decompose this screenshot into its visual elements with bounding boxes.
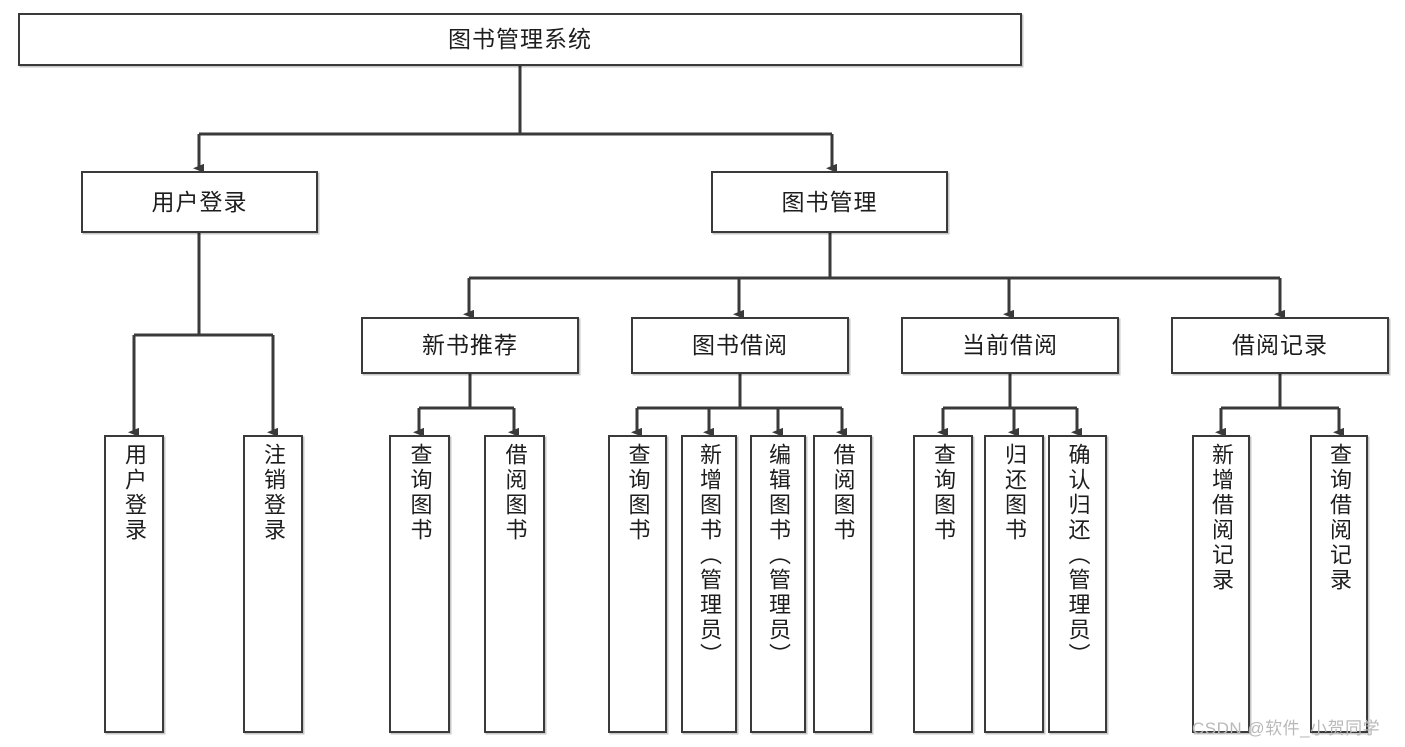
- node-root-label: 图书管理系统: [448, 26, 592, 53]
- node-leaf-1[interactable]: 注销登录: [243, 435, 303, 733]
- node-leaf-9[interactable]: 归还图书: [984, 435, 1044, 733]
- node-level2-1-label: 图书管理: [781, 188, 878, 215]
- node-leaf-4[interactable]: 查询图书: [608, 435, 667, 733]
- node-leaf-1-label: 注销登录: [260, 443, 286, 543]
- node-leaf-5[interactable]: 新增图书（管理员）: [681, 435, 737, 733]
- node-leaf-0-label: 用户登录: [121, 443, 147, 543]
- csdn-watermark: CSDN @软件_小贺同学: [1192, 719, 1381, 738]
- node-leaf-6[interactable]: 编辑图书（管理员）: [750, 435, 806, 733]
- node-level3-3-label: 借阅记录: [1232, 332, 1328, 359]
- node-leaf-12-label: 查询借阅记录: [1326, 443, 1352, 593]
- node-leaf-10-label: 确认归还（管理员）: [1065, 443, 1091, 668]
- node-leaf-12[interactable]: 查询借阅记录: [1310, 435, 1368, 733]
- node-root[interactable]: 图书管理系统: [18, 13, 1022, 66]
- node-level3-0[interactable]: 新书推荐: [361, 317, 579, 374]
- node-level2-0-label: 用户登录: [151, 188, 248, 215]
- node-level3-1[interactable]: 图书借阅: [631, 317, 849, 374]
- node-level2-1[interactable]: 图书管理: [711, 171, 948, 233]
- node-leaf-5-label: 新增图书（管理员）: [696, 443, 722, 668]
- node-leaf-8-label: 查询图书: [930, 443, 956, 543]
- node-level3-2[interactable]: 当前借阅: [901, 317, 1119, 374]
- node-leaf-7-label: 借阅图书: [830, 443, 856, 543]
- node-level2-0[interactable]: 用户登录: [81, 171, 318, 233]
- node-leaf-8[interactable]: 查询图书: [913, 435, 973, 733]
- node-leaf-11[interactable]: 新增借阅记录: [1192, 435, 1250, 733]
- node-level3-0-label: 新书推荐: [422, 332, 518, 359]
- node-leaf-11-label: 新增借阅记录: [1208, 443, 1234, 593]
- node-level3-2-label: 当前借阅: [962, 332, 1058, 359]
- node-leaf-6-label: 编辑图书（管理员）: [765, 443, 791, 668]
- node-leaf-4-label: 查询图书: [625, 443, 651, 543]
- node-leaf-2[interactable]: 查询图书: [389, 435, 450, 733]
- node-leaf-0[interactable]: 用户登录: [104, 435, 164, 733]
- node-leaf-7[interactable]: 借阅图书: [813, 435, 872, 733]
- node-leaf-2-label: 查询图书: [407, 443, 433, 543]
- node-level3-1-label: 图书借阅: [692, 332, 788, 359]
- node-level3-3[interactable]: 借阅记录: [1171, 317, 1389, 374]
- node-leaf-9-label: 归还图书: [1001, 443, 1027, 543]
- node-leaf-3-label: 借阅图书: [502, 443, 528, 543]
- node-leaf-3[interactable]: 借阅图书: [484, 435, 545, 733]
- node-leaf-10[interactable]: 确认归还（管理员）: [1048, 435, 1107, 733]
